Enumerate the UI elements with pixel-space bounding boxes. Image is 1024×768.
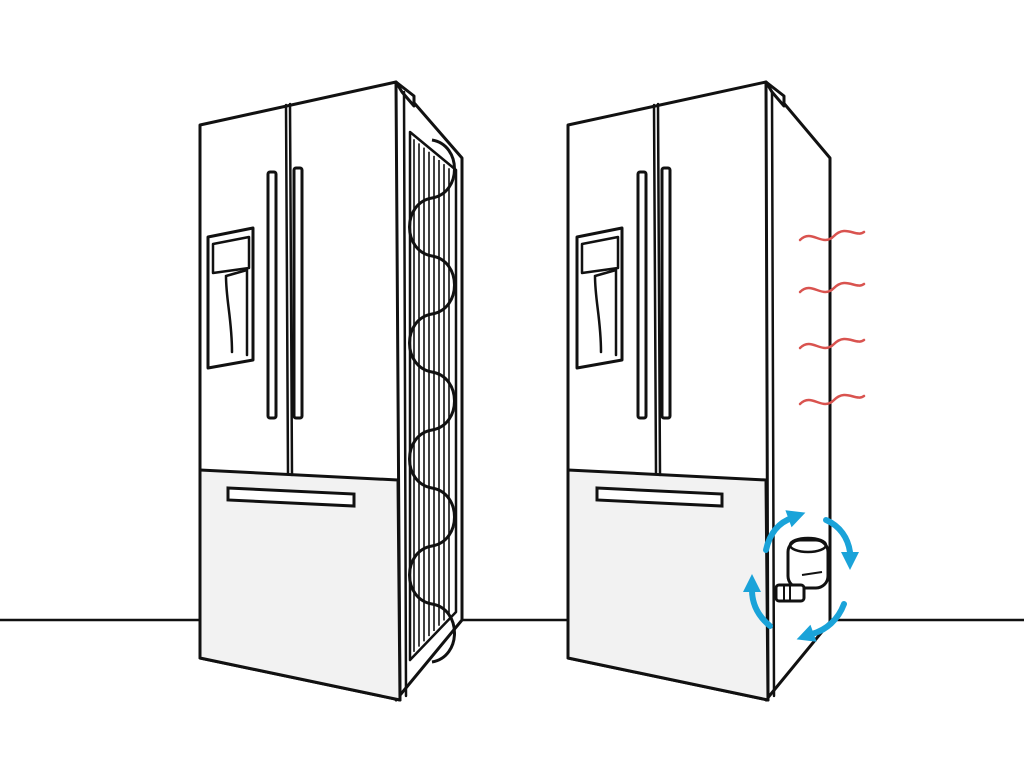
- fridge-right-freezer-drawer: [566, 468, 770, 702]
- fridge-right-handle-left: [636, 170, 648, 420]
- fridge-left: [198, 80, 464, 702]
- fridge-right-drawer-handle: [595, 486, 724, 508]
- fridge-right-top-edge: [764, 80, 786, 108]
- fridge-left-handle-left: [266, 170, 278, 420]
- compressor-assembly: [743, 510, 859, 642]
- heat-waves: [798, 229, 866, 406]
- fridge-right-handle-right: [660, 166, 672, 420]
- fridge-left-drawer-handle: [226, 486, 356, 508]
- airflow-arrow-icon: [823, 517, 859, 570]
- fridge-left-water-dispenser: [206, 226, 255, 370]
- airflow-arrow-icon: [743, 574, 773, 629]
- heat-wave-icon: [798, 281, 866, 294]
- fridge-left-door-split: [284, 103, 290, 476]
- fridge-left-freezer-drawer: [198, 468, 402, 702]
- fridge-left-handle-right: [292, 166, 304, 420]
- heat-wave-icon: [798, 393, 866, 406]
- airflow-arrow-icon: [763, 510, 806, 553]
- heat-wave-icon: [798, 337, 866, 350]
- fridge-right-side: [764, 80, 832, 702]
- fridge-right: [566, 80, 866, 702]
- condenser-coil-icon: [408, 130, 458, 664]
- heat-wave-icon: [798, 229, 866, 242]
- airflow-arrow-icon: [796, 601, 847, 642]
- compressor-icon: [774, 536, 830, 603]
- fridge-right-water-dispenser: [575, 226, 624, 370]
- coil-tube: [408, 138, 456, 664]
